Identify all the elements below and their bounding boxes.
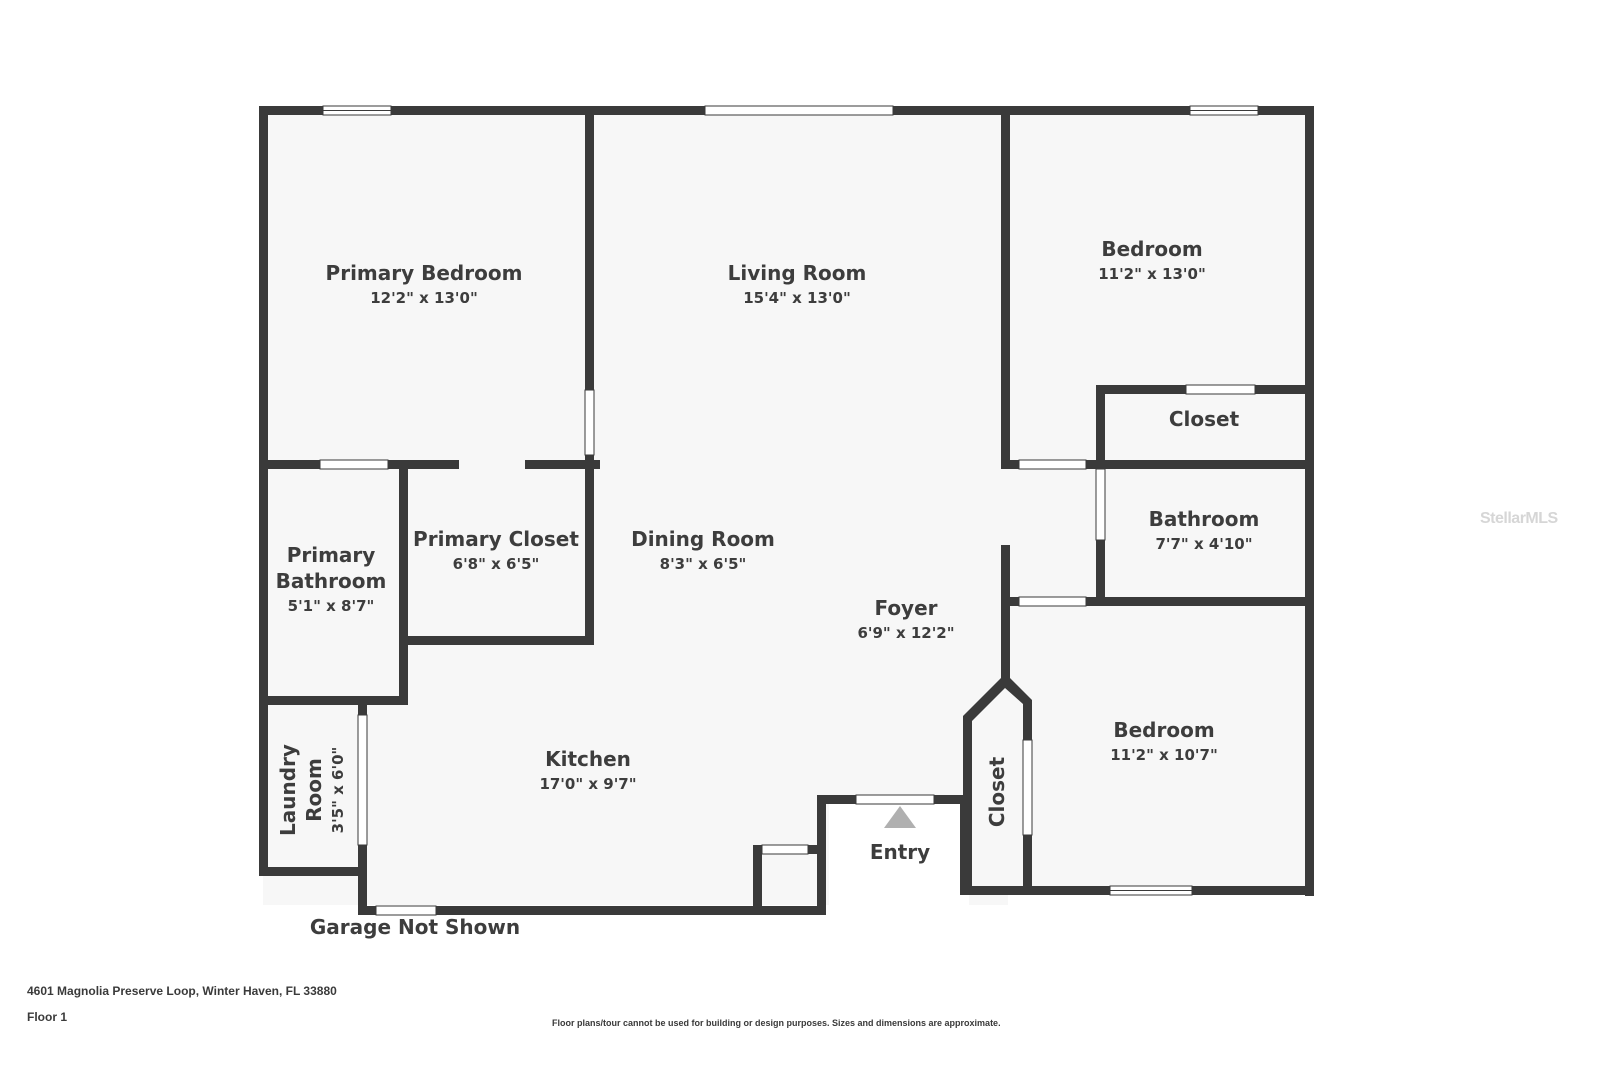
entry-arrow-icon — [884, 806, 916, 828]
bedroom-2-dims: 11'2" x 10'7" — [1110, 746, 1218, 764]
kitchen-dims: 17'0" x 9'7" — [539, 775, 636, 793]
laundry-room-label-line1: Laundry — [276, 744, 300, 836]
disclaimer: Floor plans/tour cannot be used for buil… — [552, 1018, 1001, 1028]
closet-1-label: Closet — [1169, 407, 1240, 431]
primary-bathroom-label-line2: Bathroom — [276, 569, 387, 593]
dining-room-label: Dining Room — [631, 527, 775, 551]
entry-label: Entry — [870, 840, 930, 864]
primary-bedroom-dims: 12'2" x 13'0" — [370, 289, 478, 307]
primary-closet-label: Primary Closet — [413, 527, 579, 551]
windows — [319, 105, 1259, 916]
living-room-label: Living Room — [728, 261, 867, 285]
primary-bathroom-label-line1: Primary — [287, 543, 376, 567]
watermark: StellarMLS — [1480, 510, 1558, 527]
laundry-room-dims: 3'5" x 6'0" — [329, 747, 347, 834]
floor-fill — [263, 110, 1310, 905]
dining-room-dims: 8'3" x 6'5" — [660, 555, 747, 573]
bedroom-1-label: Bedroom — [1101, 237, 1202, 261]
kitchen-label: Kitchen — [545, 747, 631, 771]
living-room-dims: 15'4" x 13'0" — [743, 289, 851, 307]
floor-label: Floor 1 — [27, 1010, 68, 1024]
closet-2-label: Closet — [985, 756, 1009, 827]
bedroom-1-dims: 11'2" x 13'0" — [1098, 265, 1206, 283]
primary-bedroom-label: Primary Bedroom — [326, 261, 523, 285]
property-address: 4601 Magnolia Preserve Loop, Winter Have… — [27, 984, 337, 998]
foyer-dims: 6'9" x 12'2" — [857, 624, 954, 642]
primary-bathroom-dims: 5'1" x 8'7" — [288, 597, 375, 615]
bathroom-dims: 7'7" x 4'10" — [1155, 535, 1252, 553]
bathroom-label: Bathroom — [1149, 507, 1260, 531]
foyer-label: Foyer — [874, 596, 937, 620]
primary-closet-dims: 6'8" x 6'5" — [453, 555, 540, 573]
garage-note: Garage Not Shown — [310, 915, 520, 939]
bedroom-2-label: Bedroom — [1113, 718, 1214, 742]
laundry-room-label-line2: Room — [302, 758, 326, 822]
